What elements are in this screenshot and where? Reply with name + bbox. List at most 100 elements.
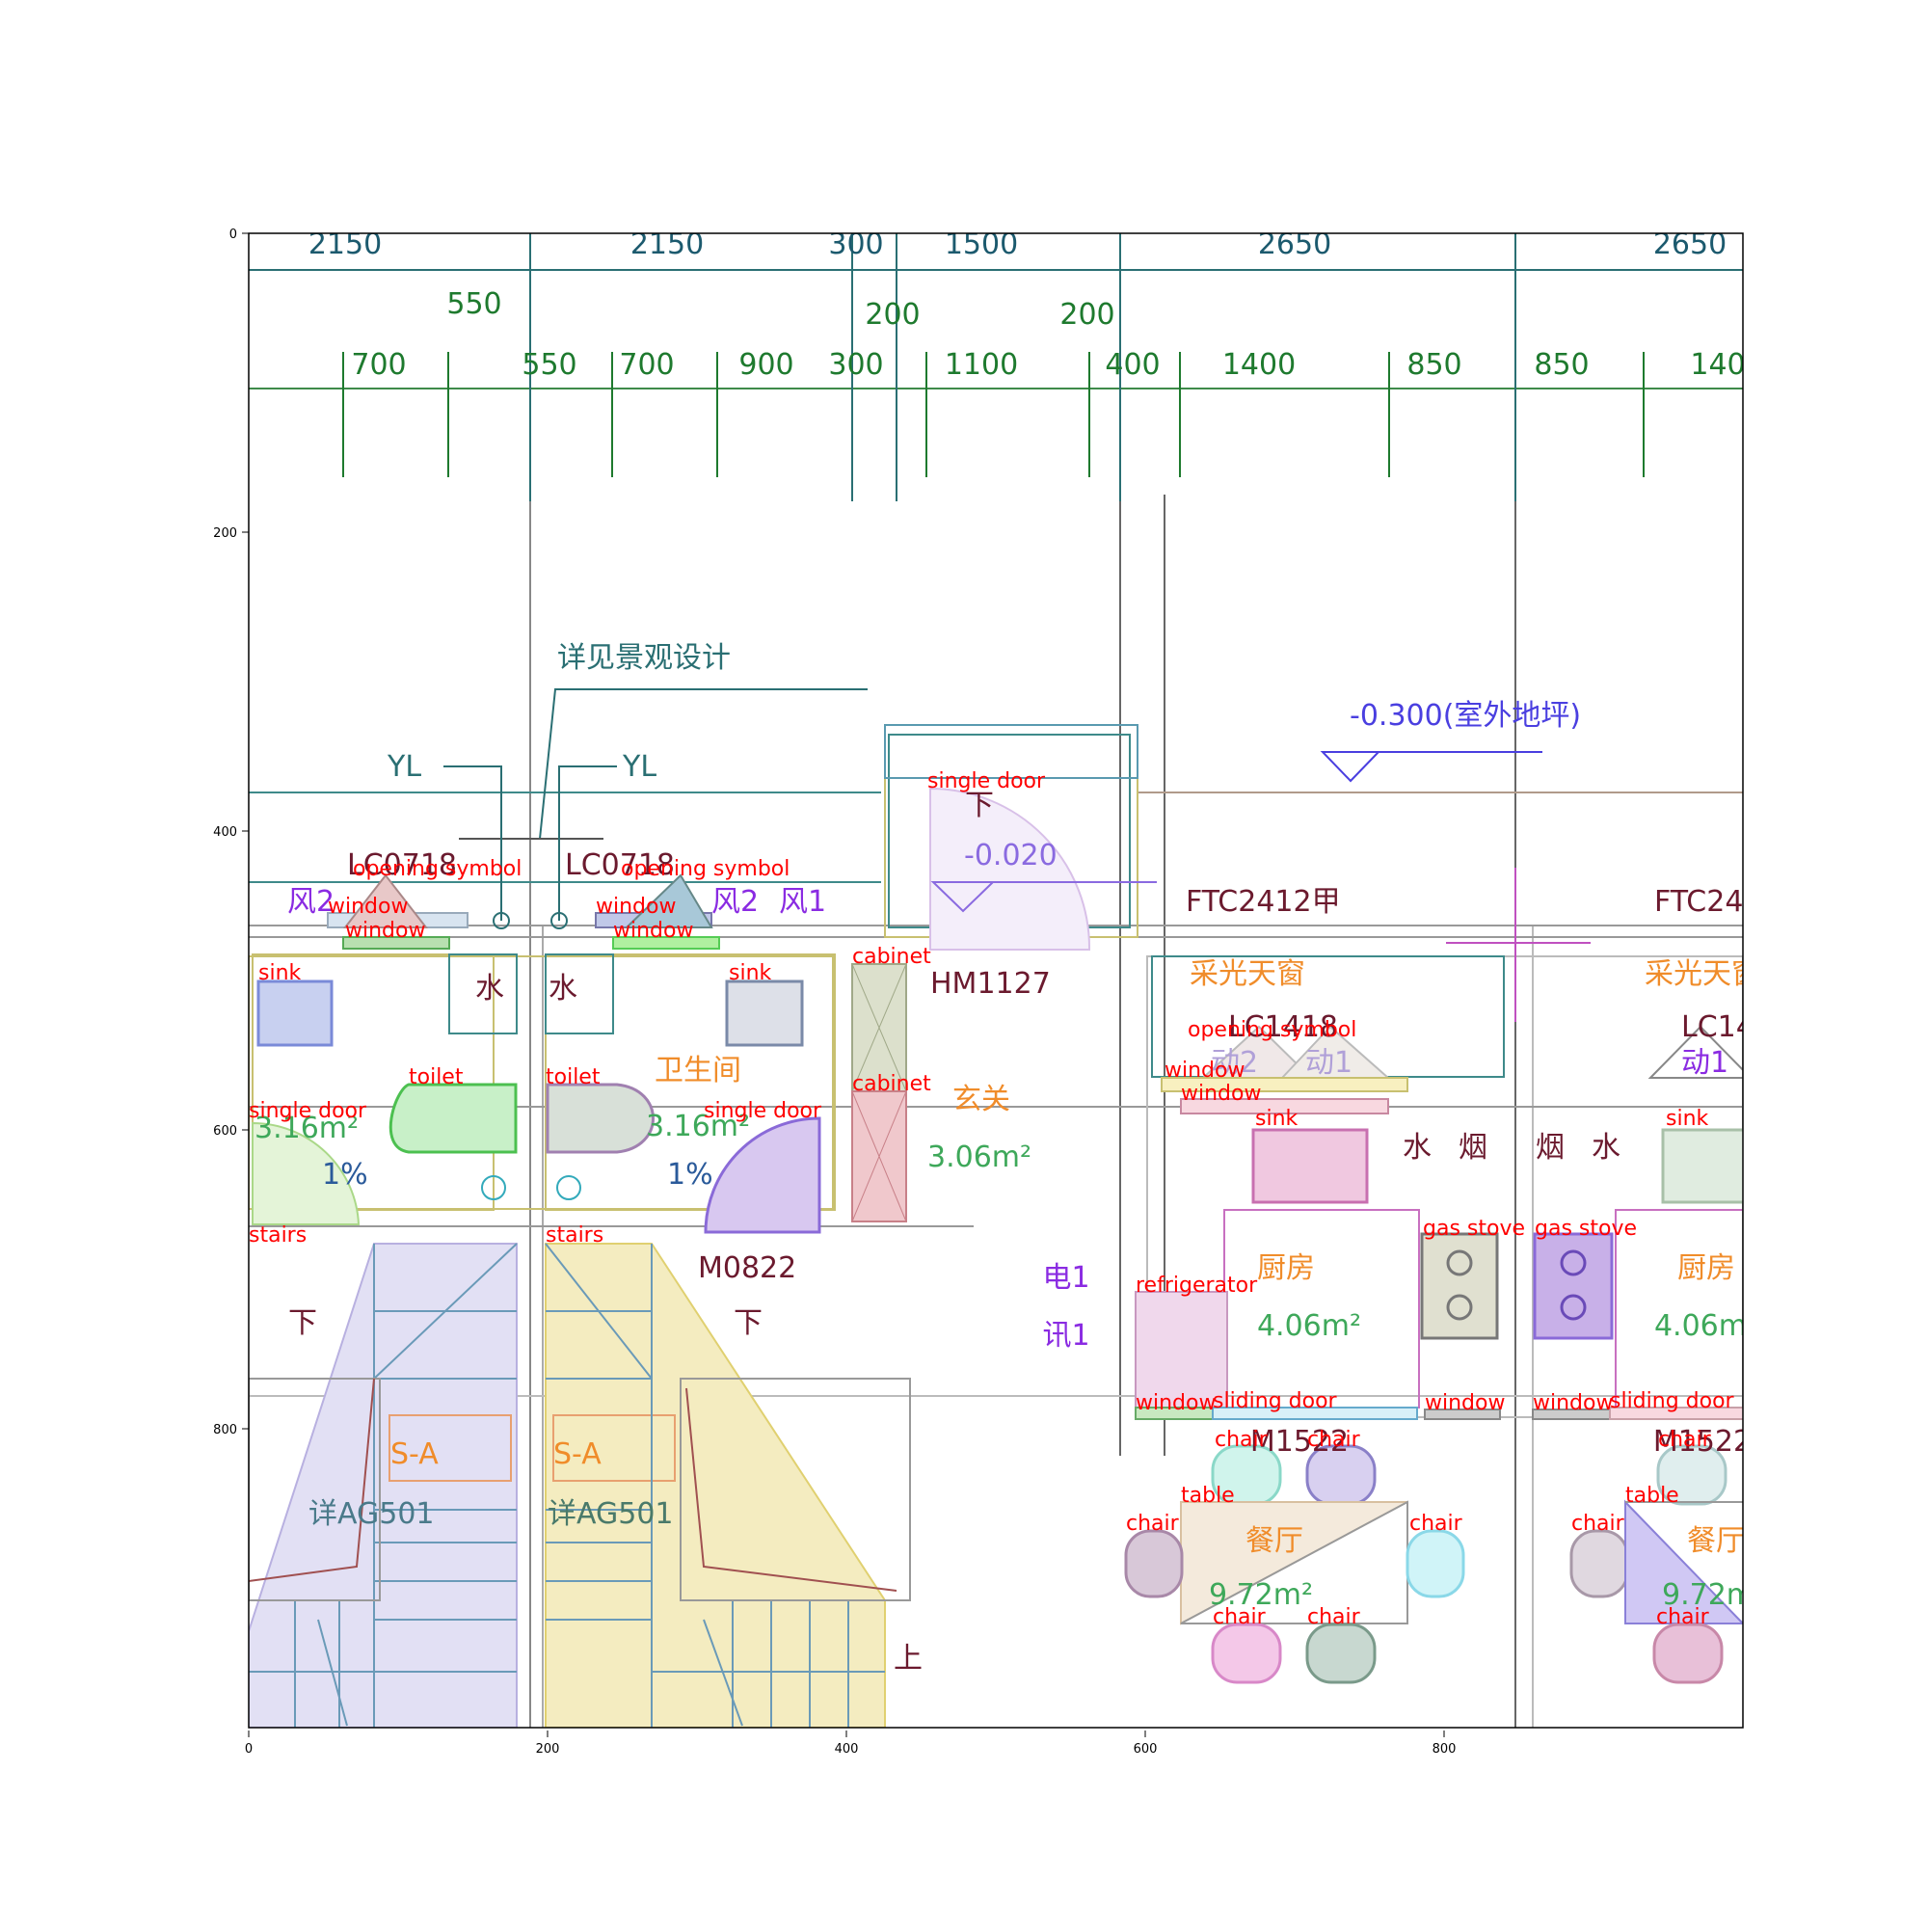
slope-right: 1%	[667, 1158, 713, 1192]
chair-icon	[1305, 1623, 1377, 1684]
xia-left: 下	[288, 1306, 317, 1340]
slope-left: 1%	[322, 1158, 368, 1192]
opening-symbol-icon	[624, 873, 713, 928]
plan-drawing: 2150 2150 300 1500 2650 2650 550 200 200…	[249, 228, 1752, 1728]
y-axis: 0 200 400 600 800	[213, 228, 249, 1437]
dim-label: 2150	[308, 228, 382, 261]
entry-door	[884, 724, 1157, 951]
sink-icon	[1661, 1128, 1743, 1204]
dim-label: 550	[446, 287, 501, 321]
windows-top	[327, 873, 720, 950]
skylight-left: 采光天窗	[1190, 957, 1305, 991]
dim-label: 300	[828, 348, 883, 382]
m1522-right: M1522	[1653, 1425, 1752, 1459]
dim-label: 200	[1059, 298, 1114, 332]
dim-label: 850	[1406, 348, 1461, 382]
y-tick: 400	[213, 825, 237, 840]
dong2: 动2	[1211, 1046, 1258, 1080]
annotation-label: chair	[1307, 1605, 1361, 1629]
dining-left-label: 餐厅	[1245, 1524, 1303, 1558]
dining-right	[1569, 1444, 1743, 1684]
dim-label: 550	[522, 348, 576, 382]
annotation-label: refrigerator	[1136, 1274, 1258, 1298]
dining-left-area: 9.72m²	[1209, 1578, 1313, 1612]
lc1418-left: LC1418	[1228, 1010, 1338, 1044]
kitchen-right	[1533, 1025, 1743, 1409]
lc0718-left: LC0718	[347, 848, 457, 882]
shang: 上	[894, 1642, 923, 1676]
dim-label: 900	[738, 348, 793, 382]
annotation-label: toilet	[409, 1065, 464, 1089]
annotation-label: window	[328, 895, 408, 919]
chair-icon	[1124, 1529, 1184, 1598]
feng2-right: 风2	[711, 885, 759, 919]
plot-frame	[248, 232, 1744, 1729]
dimension-lines	[249, 233, 1743, 501]
dim-label: 400	[1105, 348, 1160, 382]
kitchen-right-label: 厨房	[1677, 1251, 1735, 1285]
landscape-leader	[443, 688, 868, 921]
annotation-label: sink	[1666, 1107, 1709, 1131]
annotation-label: chair	[1213, 1605, 1267, 1629]
kitchen-left-area: 4.06m²	[1257, 1309, 1361, 1343]
yan-2: 烟	[1536, 1131, 1565, 1165]
annotation-label: opening symbol	[1188, 1018, 1356, 1042]
y-tick: 800	[213, 1423, 237, 1437]
chair-icon	[1656, 1444, 1727, 1506]
foyer-area: 3.06m²	[927, 1140, 1031, 1174]
dim-label: 850	[1534, 348, 1589, 382]
sliding-doors	[1135, 1407, 1743, 1420]
dimension-labels: 2150 2150 300 1500 2650 2650 550 200 200…	[308, 228, 1745, 382]
annotation-label: chair	[1215, 1428, 1269, 1452]
chair-icon	[1406, 1529, 1465, 1598]
m0822: M0822	[698, 1251, 796, 1285]
door-swing-icon	[252, 1121, 361, 1225]
ftc-left: FTC2412甲	[1186, 885, 1341, 919]
annotation-label: single door	[927, 769, 1046, 793]
annotation-label: chair	[1658, 1428, 1712, 1452]
annotation-label: stairs	[249, 1223, 307, 1248]
x-tick: 600	[1134, 1742, 1158, 1757]
chair-icon	[1652, 1623, 1724, 1684]
annotation-label: single door	[249, 1099, 367, 1123]
kitchen-left-label: 厨房	[1257, 1251, 1315, 1285]
gas-stove-icon	[1420, 1232, 1499, 1340]
annotation-label: table	[1625, 1484, 1679, 1508]
stairs-left	[249, 1243, 518, 1728]
yl-left: YL	[387, 750, 421, 784]
sa-right: S-A	[553, 1437, 602, 1471]
feng1: 风1	[779, 885, 826, 919]
sink-icon	[725, 979, 804, 1047]
door-swing-icon	[704, 1116, 821, 1234]
opening-symbol-icon	[342, 873, 429, 928]
dim-label: 140	[1690, 348, 1745, 382]
annotation-label: sliding door	[1610, 1389, 1735, 1413]
gas-stove-icon	[1533, 1232, 1614, 1340]
xia-door: 下	[965, 789, 994, 822]
annotation-label: window	[1136, 1391, 1216, 1415]
chair-icon	[1569, 1529, 1629, 1598]
x-tick: 400	[835, 1742, 859, 1757]
annotation-label: sink	[729, 961, 772, 985]
annotation-label: opening symbol	[353, 857, 522, 881]
dining-right-label: 餐厅	[1687, 1524, 1745, 1558]
dim-label: 1100	[945, 348, 1018, 382]
y-tick: 200	[213, 526, 237, 541]
bathroom-left	[252, 953, 518, 1225]
shui-left-2: 水	[549, 972, 577, 1006]
ftc-right: FTC24	[1654, 885, 1743, 919]
annotation-label: table	[1181, 1484, 1235, 1508]
annotation-label: chair	[1307, 1428, 1361, 1452]
sa-left: S-A	[390, 1437, 439, 1471]
dong1-left: 动1	[1305, 1046, 1352, 1080]
annotation-label: single door	[704, 1099, 822, 1123]
annotation-label: stairs	[546, 1223, 603, 1248]
annotation-label: window	[1425, 1391, 1505, 1415]
annotation-label: sink	[258, 961, 302, 985]
yan-1: 烟	[1459, 1131, 1487, 1165]
dim-label: 1500	[945, 228, 1018, 261]
dim-label: 2650	[1653, 228, 1727, 261]
wall-lines	[249, 495, 1743, 1728]
